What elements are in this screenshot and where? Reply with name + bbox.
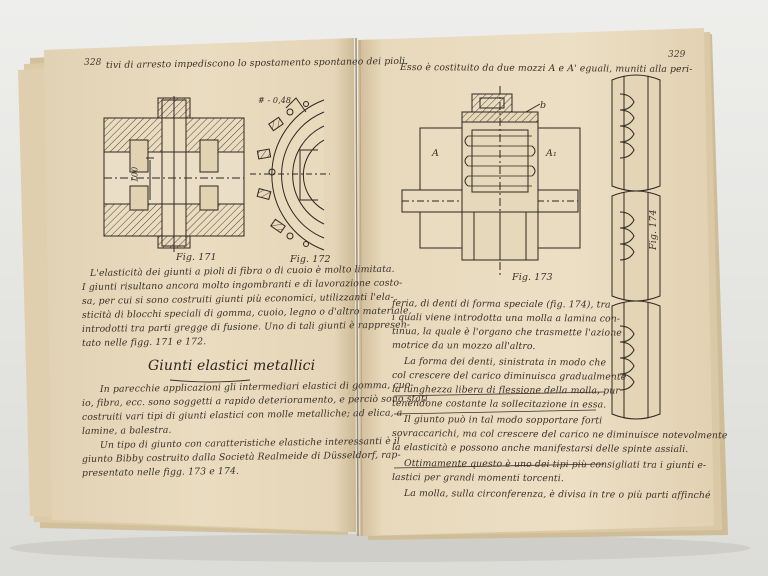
right-para2-line2: col crescere del carico diminuisca gradu… <box>391 370 627 383</box>
right-para2-line1: La forma dei denti, sinistrata in modo c… <box>403 356 607 369</box>
figure-172-drawing <box>250 97 330 251</box>
right-page-number: 329 <box>668 50 686 60</box>
right-para2-line4: tenendone costante la sollecitazione in … <box>391 398 607 411</box>
fig-174-caption: Fig. 174 <box>648 209 659 250</box>
fig-171-caption: Fig. 171 <box>176 252 217 263</box>
heading-underline <box>169 379 251 383</box>
fig-173-label-a: A <box>432 148 439 159</box>
fig-172-caption: Fig. 172 <box>290 254 331 265</box>
figure-173-drawing <box>401 86 581 278</box>
section-heading: Giunti elastici metallici <box>148 358 316 374</box>
right-para4-line1: Ottimamente questo è uno dei tipi più co… <box>403 458 707 472</box>
right-para1-line4: motrice da un mozzo all'altro. <box>391 340 536 353</box>
right-para1-line3: tinua, la quale è l'organo che trasmette… <box>391 326 622 339</box>
right-para1-line2: i quali viene introdotta una molla a lam… <box>391 312 621 325</box>
fig-dimension-label: # - 0,48 <box>258 96 292 105</box>
right-para3-line1: Il giunto può in tal modo sopportare for… <box>403 414 603 427</box>
right-para3-line3: la elasticità e possono anche manifestar… <box>391 442 689 456</box>
figure-174-drawing <box>611 74 661 420</box>
fig-173-caption: Fig. 173 <box>512 272 553 283</box>
right-para3-line2: sovraccarichi, ma col crescere del caric… <box>391 428 728 442</box>
right-last-line: La molla, sulla circonferenza, è divisa … <box>403 488 711 502</box>
fig-171-dim-value: 100 <box>130 166 140 183</box>
left-page-number: 328 <box>84 58 102 68</box>
right-para2-line3: la lunghezza libera di flessione della m… <box>391 384 620 397</box>
right-para4-line2: lastici per grandi momenti torcenti. <box>391 472 564 485</box>
fig-173-label-a1: A₁ <box>546 148 557 159</box>
right-para1-line1: feria, di denti di forma speciale (fig. … <box>391 298 611 311</box>
figure-171-drawing <box>103 96 245 252</box>
fig-173-label-b: b <box>540 100 547 111</box>
right-top-line: Esso è costituito da due mozzi A e A' eg… <box>399 62 693 76</box>
